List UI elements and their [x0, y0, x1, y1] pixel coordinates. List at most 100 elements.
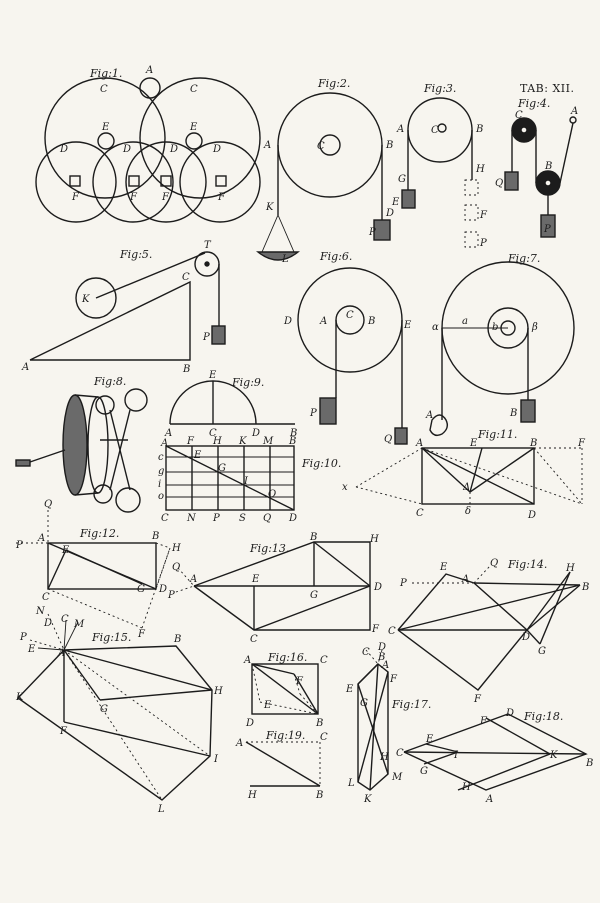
fig-12-title: Fig:12. — [79, 527, 119, 540]
fig-10-diagonal — [165, 445, 295, 511]
fig-6-label: B — [367, 316, 375, 327]
fig-1-wheel-d4 — [179, 141, 261, 223]
fig-11-frame — [421, 447, 535, 505]
fig-10-label: O — [268, 489, 276, 500]
fig-17-label: F — [389, 674, 398, 685]
fig-8-crank-handle — [15, 459, 31, 467]
fig-18-label: A — [485, 794, 493, 805]
fig-11-dotted — [421, 447, 583, 505]
fig-10-label: i — [158, 479, 161, 490]
fig-5-label: A — [21, 362, 29, 373]
fig-17-label: M — [391, 772, 403, 783]
fig-12-label: G — [137, 584, 145, 595]
fig-15-label: D — [43, 618, 52, 629]
fig-4-label: B — [544, 161, 552, 172]
fig-5-cord — [95, 252, 206, 299]
fig-7-weight-b — [520, 399, 536, 423]
fig-12-label: H — [171, 543, 181, 554]
fig-1-hub-e-right — [185, 132, 203, 150]
fig-8-wheel — [62, 394, 88, 496]
fig-13-label: H — [369, 534, 379, 545]
fig-8-arm — [109, 409, 131, 491]
fig-10: Fig:10. A F H K M B E G I c g i o O C N … — [158, 436, 341, 524]
fig-1-label: F — [71, 192, 80, 203]
fig-14-line — [473, 582, 581, 586]
fig-2-axle — [319, 134, 341, 156]
fig-15-title: Fig:15. — [91, 631, 131, 644]
fig-12-dotted — [141, 547, 171, 629]
fig-6-label: P — [309, 408, 317, 419]
fig-5-title: Fig:5. — [119, 248, 152, 261]
fig-16: Fig:16. A C F E D B — [243, 651, 328, 729]
fig-13-line — [253, 585, 371, 631]
fig-13-label: B — [309, 532, 317, 543]
fig-10-label: g — [158, 466, 164, 477]
fig-17-label: A — [381, 660, 389, 671]
fig-15-label: L — [157, 804, 165, 815]
fig-2-wheel — [277, 92, 383, 198]
fig-2-label: K — [265, 202, 274, 213]
fig-15-label: G — [100, 704, 108, 715]
fig-19-label: A — [235, 738, 243, 749]
fig-7-label: α — [432, 322, 439, 333]
fig-14-line — [526, 629, 541, 645]
fig-12-dotted — [155, 542, 171, 549]
fig-11: Fig:11. A E B F Δ δ x C D — [342, 428, 586, 521]
fig-18-label: G — [420, 766, 428, 777]
fig-5-weight — [211, 325, 226, 345]
fig-17: Fig:17. D B C A E F G H L M K — [345, 642, 431, 805]
fig-11-line — [421, 447, 535, 505]
fig-5-label: C — [182, 272, 190, 283]
fig-10-label: I — [243, 476, 249, 487]
fig-5-label: B — [182, 364, 190, 375]
fig-14-line — [526, 571, 571, 631]
fig-18-line — [403, 751, 587, 755]
fig-4-label: P — [543, 224, 551, 235]
fig-1-title: Fig:1. — [89, 67, 122, 80]
fig-17-label: H — [379, 752, 389, 763]
fig-10-label: A — [160, 438, 168, 449]
fig-1-label: F — [217, 192, 226, 203]
fig-1-axle-1 — [69, 175, 81, 187]
fig-13: Fig:13. B H Q A P E G D C F — [167, 532, 382, 645]
fig-15-label: E — [27, 644, 36, 655]
fig-1: Fig:1. A C C E E D D D D F F F F — [35, 65, 261, 223]
fig-10-label: C — [161, 513, 169, 524]
fig-18: Fig:18. D F E C I K G B H A — [396, 708, 593, 805]
fig-2-label: A — [263, 140, 271, 151]
fig-3-label: B — [475, 124, 483, 135]
fig-1-wheel-d1 — [35, 141, 117, 223]
fig-2-label: C — [317, 141, 325, 152]
fig-15-line — [99, 689, 213, 701]
fig-7: Fig:7. α a b β A B — [425, 252, 575, 437]
fig-17-label: D — [377, 642, 386, 653]
fig-12-label: Q — [44, 499, 52, 510]
fig-11-label: Δ — [462, 482, 470, 493]
fig-15-label: H — [213, 686, 223, 697]
fig-8-ball — [95, 395, 115, 415]
fig-4-string — [559, 122, 574, 184]
fig-7-hand-weight — [429, 414, 449, 437]
fig-13-label: E — [251, 574, 260, 585]
fig-3-axle — [437, 123, 447, 133]
fig-14-label: A — [461, 574, 469, 585]
fig-10-label: M — [262, 436, 274, 447]
fig-15: Fig:15. N D C M P E A B K G H F I L — [15, 606, 223, 815]
fig-16-line — [251, 663, 295, 675]
fig-12-label: F — [137, 629, 146, 640]
fig-2-label: B — [385, 140, 393, 151]
fig-15-dotted — [63, 649, 211, 757]
fig-17-dotted — [365, 649, 379, 665]
fig-15-label: I — [213, 754, 219, 765]
fig-1-label: D — [212, 144, 221, 155]
fig-1-label: C — [100, 84, 108, 95]
fig-17-label: G — [360, 698, 368, 709]
fig-5-ball — [75, 277, 117, 319]
fig-2-title: Fig:2. — [317, 77, 350, 90]
fig-3-label: H — [475, 164, 485, 175]
fig-1-label: F — [161, 192, 170, 203]
fig-14-label: C — [388, 626, 396, 637]
fig-17-label: K — [363, 794, 372, 805]
fig-14: Fig:14. E A Q H P B C D G F — [388, 558, 589, 705]
fig-1-hub-e-left — [97, 132, 115, 150]
